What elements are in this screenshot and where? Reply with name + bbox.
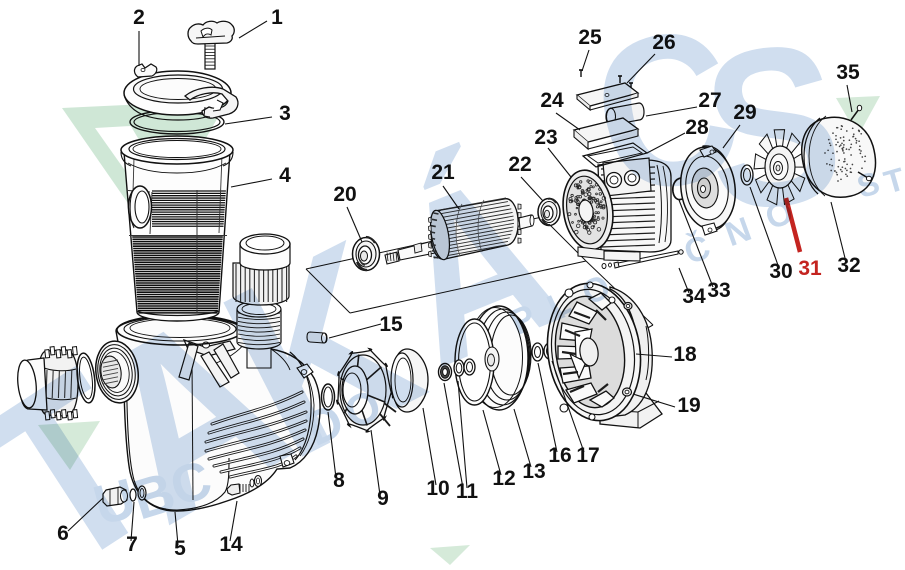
svg-text:21: 21	[431, 161, 455, 184]
svg-text:31: 31	[798, 257, 822, 280]
svg-text:17: 17	[576, 444, 599, 467]
svg-text:2: 2	[133, 6, 145, 29]
svg-text:28: 28	[685, 116, 709, 139]
svg-text:23: 23	[534, 126, 557, 149]
svg-text:22: 22	[508, 153, 531, 176]
svg-text:1: 1	[271, 6, 283, 29]
svg-text:S: S	[692, 0, 854, 259]
svg-text:10: 10	[426, 477, 449, 500]
svg-text:27: 27	[698, 89, 721, 112]
svg-text:14: 14	[219, 533, 243, 556]
svg-text:13: 13	[522, 460, 545, 483]
svg-text:6: 6	[57, 522, 69, 545]
svg-text:15: 15	[379, 313, 403, 336]
svg-text:19: 19	[677, 394, 700, 417]
svg-text:32: 32	[837, 254, 860, 277]
svg-text:3: 3	[279, 102, 291, 125]
svg-text:16: 16	[548, 444, 571, 467]
svg-text:12: 12	[492, 467, 515, 490]
svg-text:24: 24	[540, 89, 564, 112]
svg-text:9: 9	[377, 487, 389, 510]
svg-text:5: 5	[174, 537, 186, 560]
svg-text:30: 30	[769, 260, 792, 283]
svg-text:33: 33	[707, 279, 730, 302]
svg-text:29: 29	[733, 101, 756, 124]
svg-text:25: 25	[578, 26, 602, 49]
svg-text:35: 35	[836, 61, 860, 84]
svg-text:20: 20	[333, 183, 356, 206]
svg-text:18: 18	[673, 343, 697, 366]
svg-text:11: 11	[456, 480, 479, 503]
svg-text:4: 4	[279, 164, 291, 187]
svg-text:34: 34	[682, 285, 706, 308]
svg-text:26: 26	[652, 31, 675, 54]
svg-text:7: 7	[126, 533, 138, 556]
